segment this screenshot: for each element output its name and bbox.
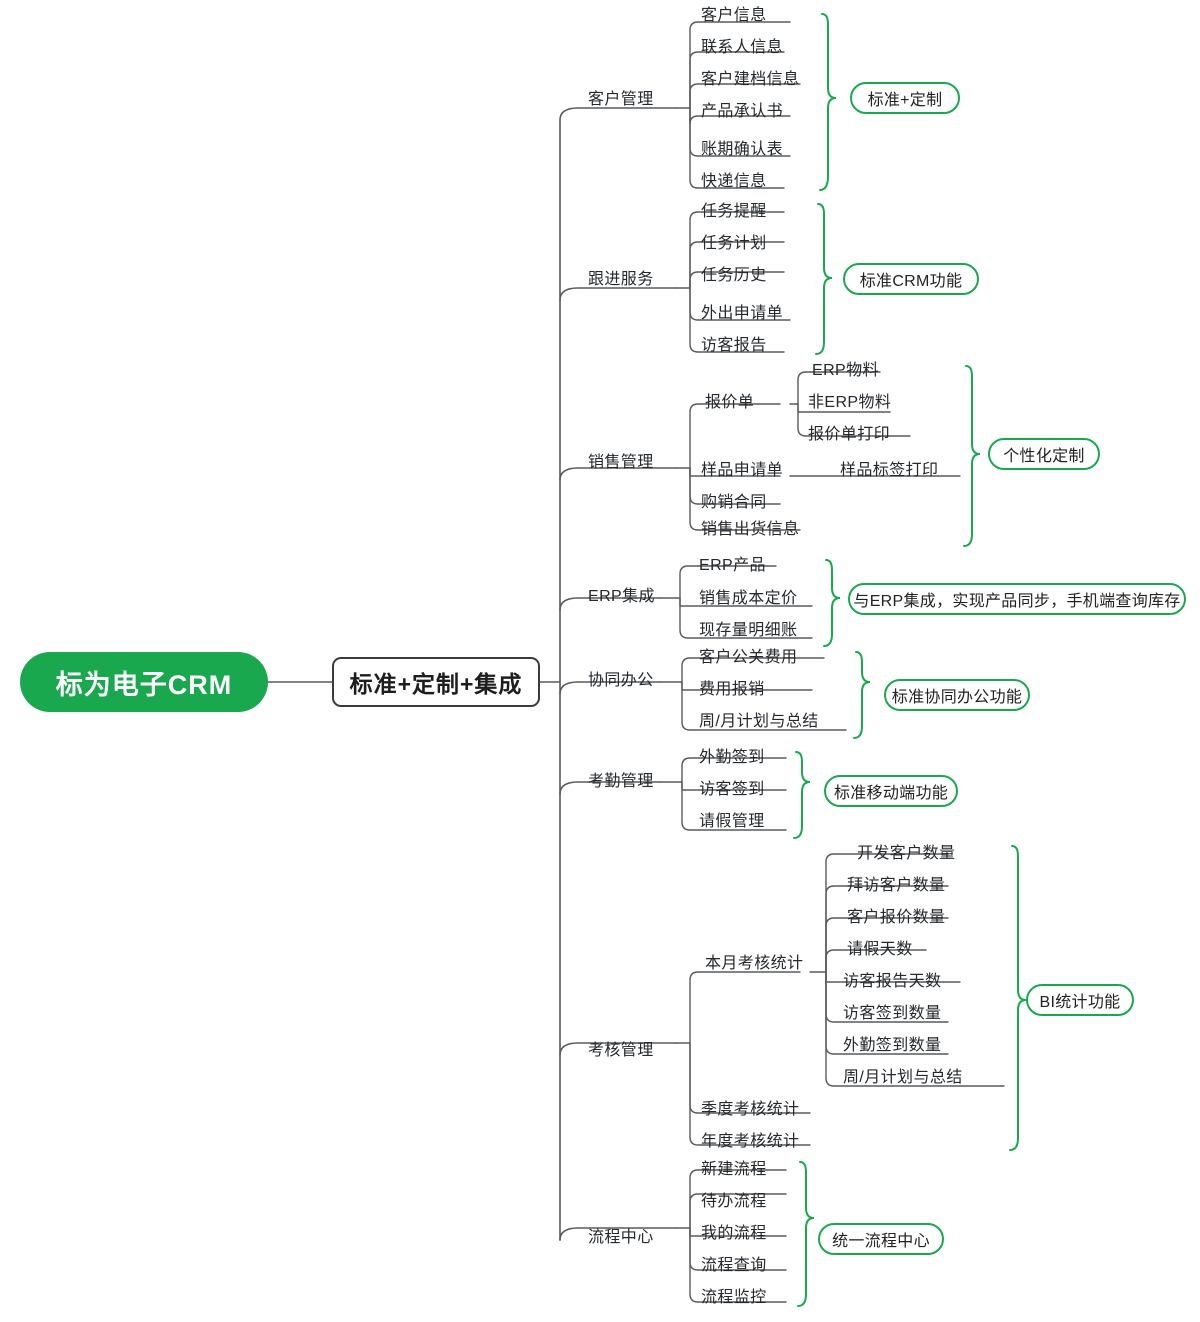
sub-leaf-item[interactable]: 报价单打印 [808, 426, 891, 443]
tag-pill[interactable]: 个性化定制 [988, 438, 1100, 470]
branch-label-erp-integration[interactable]: ERP集成 [588, 588, 655, 605]
leaf-item[interactable]: 外勤签到 [699, 749, 765, 766]
sub-leaf-item[interactable]: 访客签到数量 [843, 1005, 942, 1022]
leaf-item[interactable]: 待办流程 [701, 1193, 767, 1210]
branch-label-process-center[interactable]: 流程中心 [588, 1229, 654, 1246]
leaf-item[interactable]: 季度考核统计 [701, 1101, 800, 1118]
sub-leaf-item[interactable]: 拜访客户数量 [847, 877, 946, 894]
leaf-item[interactable]: 任务提醒 [701, 203, 767, 220]
sub-leaf-item[interactable]: 外勤签到数量 [843, 1037, 942, 1054]
leaf-item[interactable]: 流程监控 [701, 1289, 767, 1306]
leaf-item[interactable]: ERP产品 [699, 557, 766, 574]
leaf-item[interactable]: 客户公关费用 [699, 649, 798, 666]
tag-pill[interactable]: 与ERP集成，实现产品同步，手机端查询库存 [848, 583, 1186, 615]
leaf-item[interactable]: 外出申请单 [701, 305, 784, 322]
leaf-item[interactable]: 联系人信息 [701, 39, 784, 56]
root-node[interactable]: 标为电子CRM [20, 652, 268, 712]
leaf-item[interactable]: 账期确认表 [701, 141, 784, 158]
leaf-item[interactable]: 本月考核统计 [705, 955, 804, 972]
tag-pill[interactable]: 标准+定制 [850, 82, 960, 114]
leaf-item[interactable]: 我的流程 [701, 1225, 767, 1242]
sub-leaf-item[interactable]: 客户报价数量 [847, 909, 946, 926]
tag-pill[interactable]: 标准移动端功能 [824, 775, 958, 807]
leaf-item[interactable]: 新建流程 [701, 1161, 767, 1178]
leaf-item[interactable]: 请假管理 [699, 813, 765, 830]
leaf-item[interactable]: 购销合同 [701, 494, 767, 511]
leaf-item[interactable]: 费用报销 [699, 681, 765, 698]
leaf-item[interactable]: 样品申请单 [701, 462, 784, 479]
sub-leaf-item[interactable]: 非ERP物料 [808, 394, 892, 411]
leaf-item[interactable]: 现存量明细账 [699, 622, 798, 639]
root-node-label: 标为电子CRM [55, 669, 233, 700]
sub-leaf-item[interactable]: 周/月计划与总结 [843, 1069, 963, 1086]
trunk-node[interactable]: 标准+定制+集成 [332, 657, 540, 707]
tag-pill[interactable]: 标准CRM功能 [843, 263, 979, 295]
sub-leaf-item[interactable]: 访客报告天数 [843, 973, 942, 990]
tag-pill[interactable]: 统一流程中心 [818, 1223, 944, 1255]
tag-pill[interactable]: 标准协同办公功能 [884, 679, 1030, 711]
leaf-item[interactable]: 快递信息 [701, 173, 767, 190]
leaf-item[interactable]: 任务历史 [701, 267, 767, 284]
tag-pill[interactable]: BI统计功能 [1026, 984, 1134, 1016]
sub-leaf-item[interactable]: 请假天数 [847, 941, 913, 958]
leaf-item[interactable]: 任务计划 [701, 235, 767, 252]
trunk-node-label: 标准+定制+集成 [349, 671, 523, 697]
sub-leaf-item[interactable]: ERP物料 [812, 362, 879, 379]
branch-label-attendance-management[interactable]: 考勤管理 [588, 773, 654, 790]
leaf-item[interactable]: 报价单 [705, 394, 755, 411]
leaf-item[interactable]: 销售出货信息 [701, 521, 800, 538]
leaf-item[interactable]: 客户信息 [701, 7, 767, 24]
leaf-item[interactable]: 销售成本定价 [699, 590, 798, 607]
branch-label-collaborative-office[interactable]: 协同办公 [588, 672, 654, 689]
branch-label-followup-service[interactable]: 跟进服务 [588, 271, 654, 288]
branch-label-sales-management[interactable]: 销售管理 [588, 454, 654, 471]
leaf-item[interactable]: 访客签到 [699, 781, 765, 798]
branch-label-assessment-management[interactable]: 考核管理 [588, 1042, 654, 1059]
leaf-item[interactable]: 产品承认书 [701, 103, 784, 120]
leaf-item[interactable]: 访客报告 [701, 337, 767, 354]
leaf-item[interactable]: 周/月计划与总结 [699, 713, 819, 730]
leaf-item[interactable]: 流程查询 [701, 1257, 767, 1274]
sub-leaf-item[interactable]: 样品标签打印 [840, 462, 939, 479]
leaf-item[interactable]: 年度考核统计 [701, 1133, 800, 1150]
leaf-item[interactable]: 客户建档信息 [701, 71, 800, 88]
branch-label-customer-management[interactable]: 客户管理 [588, 91, 654, 108]
sub-leaf-item[interactable]: 开发客户数量 [857, 845, 956, 862]
